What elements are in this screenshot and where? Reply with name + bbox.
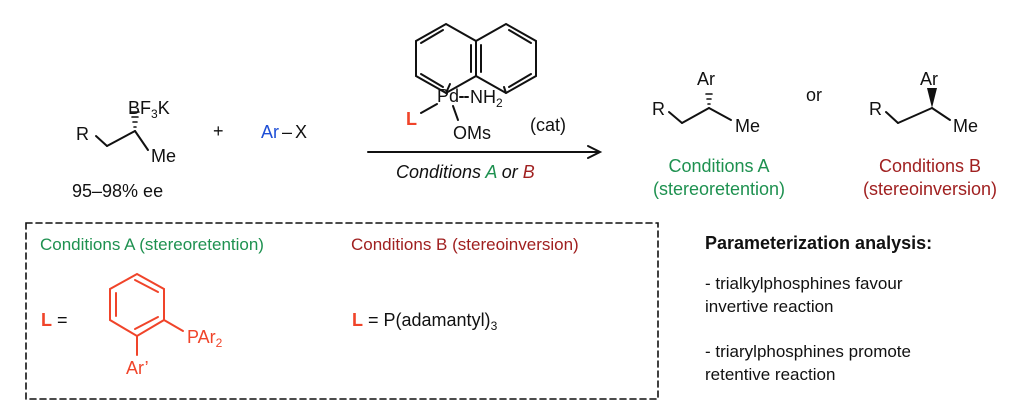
pd-l-bond xyxy=(420,103,438,114)
reactant1-r-label: R xyxy=(76,124,89,144)
analysis-title: Parameterization analysis: xyxy=(705,233,933,253)
halide-label: X xyxy=(295,122,308,142)
ligand-a-structure xyxy=(109,272,184,356)
enantiomeric-excess-label: 95–98% ee xyxy=(72,181,164,201)
product-b-wedge xyxy=(927,88,937,108)
box-title-b: Conditions B (stereoinversion) xyxy=(351,235,579,254)
product-a-conditions-label: Conditions A xyxy=(668,156,770,176)
c-n-bond xyxy=(503,86,507,94)
oms-label: OMs xyxy=(453,123,491,143)
ligand-a-definition: L = xyxy=(41,310,68,330)
pd-label: Pd xyxy=(437,86,460,106)
analysis-point1-line1: - trialkylphosphines favour xyxy=(705,274,903,293)
reactant1-bonds xyxy=(95,130,149,151)
product-b-outcome-label: (stereoinversion) xyxy=(862,179,998,199)
product-b-bonds xyxy=(885,107,951,124)
product-b-me-label: Me xyxy=(953,116,979,136)
c-pd-bond xyxy=(445,83,451,94)
reactant1-hashed-wedge xyxy=(130,111,140,128)
analysis-point2-line2: retentive reaction xyxy=(705,365,836,384)
conditions-box xyxy=(25,222,659,400)
analysis-point1-line2: invertive reaction xyxy=(705,297,834,316)
ligand-a-par2-label: PAr2 xyxy=(187,327,223,350)
product-a-r-label: R xyxy=(652,99,665,119)
ligand-l-label: L xyxy=(406,109,417,129)
catalyst-left-ring xyxy=(415,22,477,95)
product-b-ar-label: Ar xyxy=(920,69,938,89)
product-a-outcome-label: (stereoretention) xyxy=(652,179,786,199)
analysis-point2-line1: - triarylphosphines promote xyxy=(705,342,911,361)
bond-dash: – xyxy=(282,122,293,142)
catalyst-right-ring xyxy=(475,22,537,95)
plus-sign: + xyxy=(213,121,224,141)
box-title-a: Conditions A (stereoretention) xyxy=(40,235,264,254)
pd-oms-bond xyxy=(452,105,459,121)
bf3k-group: BF3K xyxy=(128,98,170,121)
nh2-label: NH2 xyxy=(470,87,503,110)
product-a-hashed-wedge xyxy=(705,93,713,105)
reactant1-methyl-label: Me xyxy=(151,146,177,166)
product-b-r-label: R xyxy=(869,99,882,119)
reaction-arrow xyxy=(367,145,603,159)
arrow-caption: Conditions A or B xyxy=(396,162,535,182)
cat-label: (cat) xyxy=(530,115,566,135)
ligand-b-definition: L = P(adamantyl)3 xyxy=(352,310,498,333)
product-a-bonds xyxy=(668,107,732,124)
or-label: or xyxy=(806,85,823,105)
product-a-ar-label: Ar xyxy=(697,69,715,89)
ligand-a-ar-label: Ar’ xyxy=(126,358,149,378)
product-a-me-label: Me xyxy=(735,116,761,136)
product-b-conditions-label: Conditions B xyxy=(878,156,982,176)
aryl-halide: Ar–X xyxy=(261,123,307,141)
aryl-label: Ar xyxy=(261,122,279,142)
